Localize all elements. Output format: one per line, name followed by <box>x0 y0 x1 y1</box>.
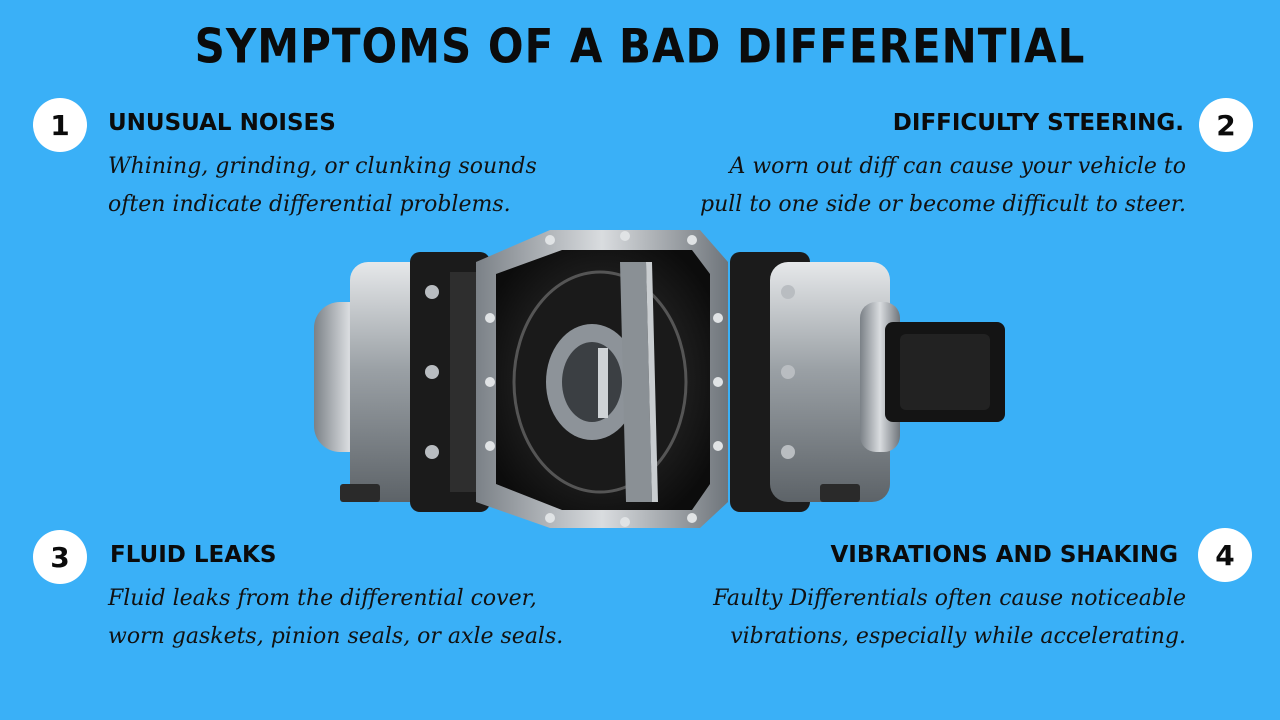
symptom-2-description: A worn out diff can cause your vehicle t… <box>700 148 1186 224</box>
symptom-3-number-badge: 3 <box>33 530 87 584</box>
symptom-3-description: Fluid leaks from the differential cover,… <box>108 580 563 656</box>
symptom-1-number-badge: 1 <box>33 98 87 152</box>
ring-gear <box>620 262 658 502</box>
symptom-4-line-2: vibrations, especially while acceleratin… <box>730 624 1186 649</box>
symptom-1-line-2: often indicate differential problems. <box>108 192 511 217</box>
symptom-2-line-1: A worn out diff can cause your vehicle t… <box>729 154 1186 179</box>
page-title: SYMPTOMS OF A BAD DIFFERENTIAL <box>194 19 1086 74</box>
symptom-3-heading: FLUID LEAKS <box>110 542 277 568</box>
right-axle-housing <box>730 252 1005 512</box>
cover-bolts <box>485 231 723 527</box>
symptom-1-line-1: Whining, grinding, or clunking sounds <box>108 154 537 179</box>
symptom-2-number-badge: 2 <box>1199 98 1253 152</box>
symptom-4-heading: VIBRATIONS AND SHAKING <box>830 542 1178 568</box>
symptom-3-line-2: worn gaskets, pinion seals, or axle seal… <box>108 624 564 649</box>
differential-cover <box>476 230 728 528</box>
differential-image <box>314 230 1005 528</box>
symptom-1-description: Whining, grinding, or clunking sounds of… <box>108 148 537 224</box>
symptom-2-line-2: pull to one side or become difficult to … <box>700 192 1186 217</box>
symptom-1-heading: UNUSUAL NOISES <box>108 110 336 136</box>
symptom-4-description: Faulty Differentials often cause noticea… <box>713 580 1186 656</box>
symptom-4-number-badge: 4 <box>1198 528 1252 582</box>
symptom-4-line-1: Faulty Differentials often cause noticea… <box>713 586 1186 611</box>
symptom-2-heading: DIFFICULTY STEERING. <box>892 110 1184 136</box>
left-axle-housing <box>314 252 490 512</box>
symptom-3-line-1: Fluid leaks from the differential cover, <box>108 586 537 611</box>
